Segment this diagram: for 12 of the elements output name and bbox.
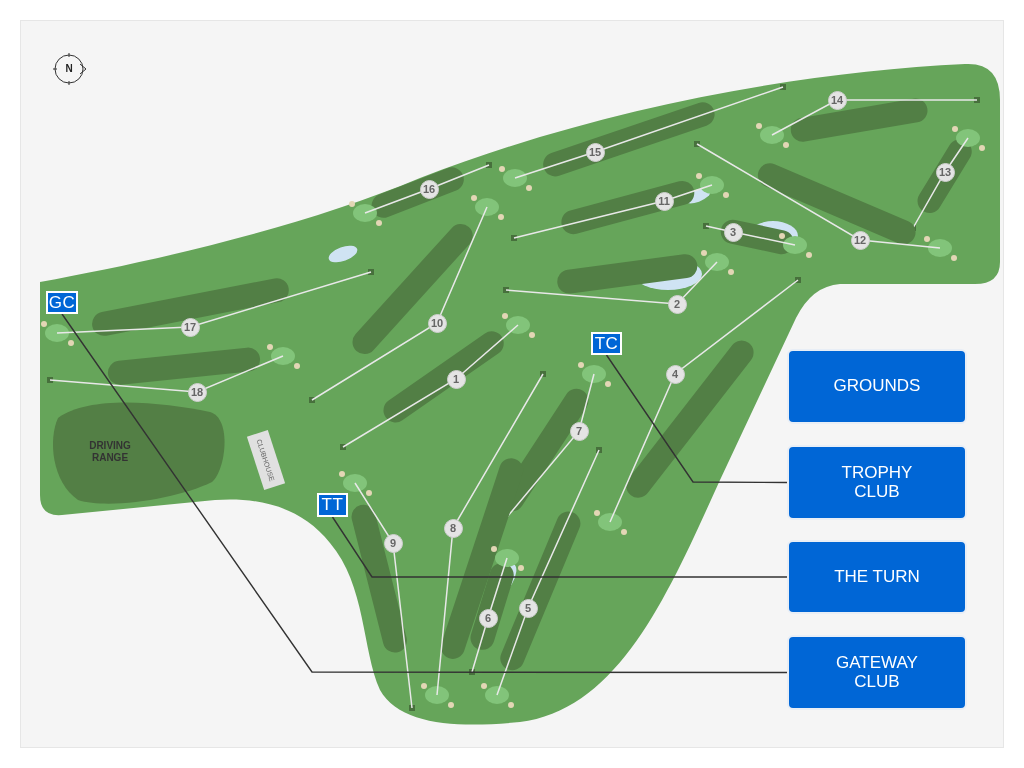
location-tag: TC	[591, 332, 622, 355]
location-tag: TT	[317, 493, 348, 517]
location-button: THE TURN	[787, 540, 967, 614]
leader-line	[331, 516, 788, 578]
compass-letter: N	[64, 62, 74, 76]
leader-line	[61, 313, 788, 674]
location-button: TROPHY CLUB	[787, 445, 967, 520]
leader-line	[605, 354, 788, 484]
area-label: DRIVING RANGE	[88, 440, 132, 464]
location-button: GROUNDS	[787, 349, 967, 424]
location-button: GATEWAY CLUB	[787, 635, 967, 710]
location-tag: GC	[46, 291, 78, 314]
